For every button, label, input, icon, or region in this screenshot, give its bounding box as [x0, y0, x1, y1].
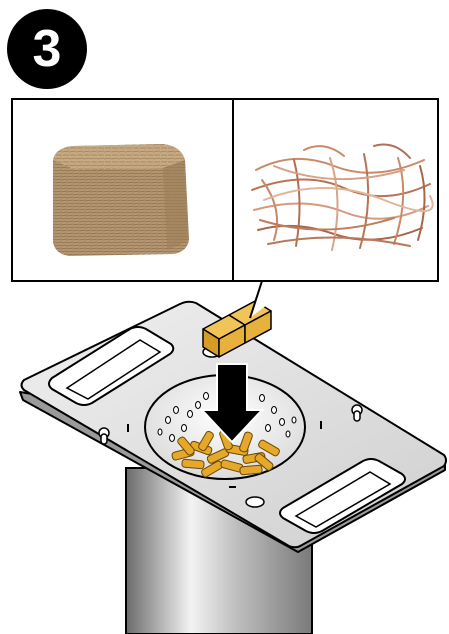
base-plate [20, 281, 446, 552]
keyhole-bottom [246, 497, 264, 507]
callout-box [11, 98, 439, 282]
keyhole-right [352, 405, 362, 421]
step-number-badge: 3 [7, 9, 87, 89]
keyhole-left [99, 428, 109, 444]
loose-wood-wool-bundle-image [234, 100, 440, 280]
step-number: 3 [33, 23, 62, 75]
compressed-wood-wool-cube-image [13, 100, 230, 280]
